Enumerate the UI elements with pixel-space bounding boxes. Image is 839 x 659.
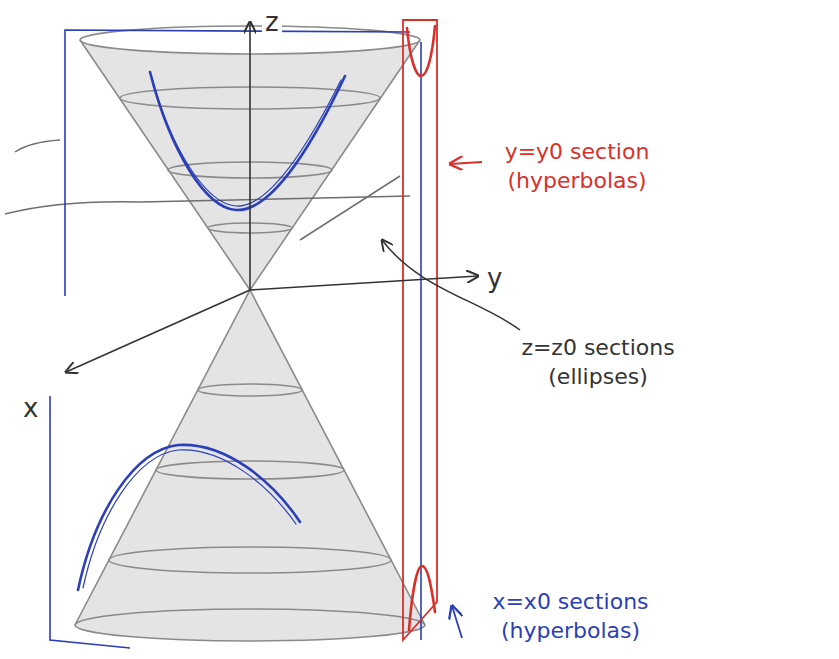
section-note: x=x0 sections (hyperbolas): [470, 588, 671, 645]
lower-hyperbola-branch: [78, 445, 300, 590]
axis-label: x: [20, 392, 41, 426]
ellipse-section: [75, 609, 425, 641]
y-section-plane: [403, 20, 437, 640]
axes: [66, 22, 478, 372]
lower-hyperbola-branch: [409, 566, 435, 630]
plane-edge: [300, 176, 400, 240]
red-hyperbola: [407, 26, 435, 630]
plane-frame: [65, 30, 410, 296]
lower-hyperbola-branch: [83, 450, 296, 588]
ellipse-section: [198, 384, 302, 396]
plane-frame: [420, 42, 422, 640]
upper-hyperbola-branch: [152, 78, 341, 206]
x-axis: [66, 290, 250, 372]
blue-hyperbola: [78, 72, 345, 590]
lower-cone-shading: [75, 290, 425, 641]
leader-arrow: [450, 162, 482, 164]
plane-frame: [50, 396, 130, 648]
section-note: y=y0 section (hyperbolas): [484, 138, 670, 195]
leader-arrow: [382, 240, 520, 330]
axis-label: z: [262, 6, 282, 40]
axis-label: y: [484, 262, 505, 296]
plane-edge: [15, 140, 60, 152]
y-axis: [250, 276, 478, 290]
lower-cone-edges: [75, 290, 425, 625]
upper-hyperbola-branch: [407, 26, 435, 76]
z-axis: [249, 22, 251, 290]
upper-hyperbola-branch: [150, 72, 345, 210]
x-section-plane: [50, 30, 421, 648]
section-note: z=z0 sections (ellipses): [500, 334, 696, 391]
leader-arrow: [452, 606, 462, 638]
ellipse-section: [109, 547, 391, 573]
